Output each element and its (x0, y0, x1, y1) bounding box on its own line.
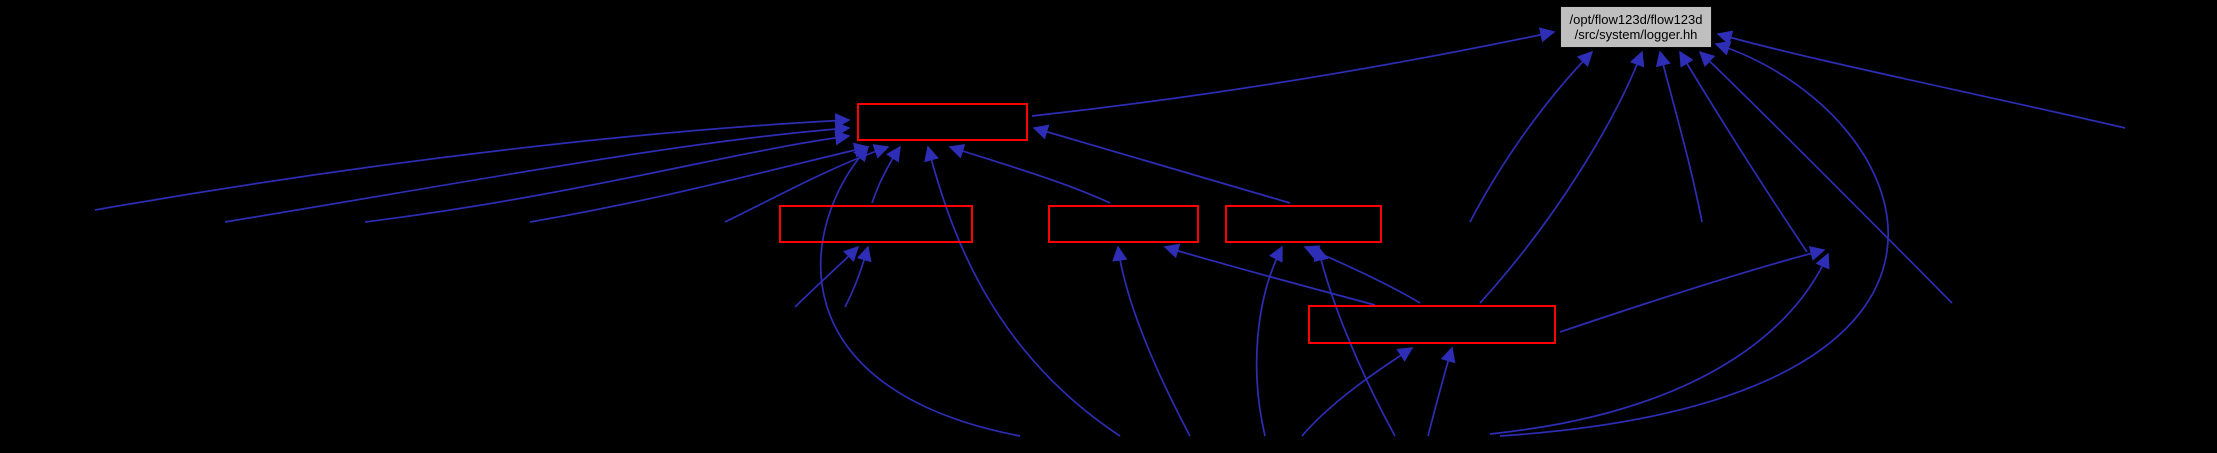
edge (1655, 50, 1703, 223)
edge (871, 145, 901, 204)
edge (1427, 346, 1456, 437)
edge (1499, 40, 1889, 437)
red-node-1[interactable] (857, 103, 1028, 141)
edge (529, 142, 870, 223)
red-node-5[interactable] (1308, 305, 1556, 344)
edge (1489, 252, 1830, 435)
edge (1479, 50, 1645, 304)
node-logger-hh-line1: /opt/flow123d/flow123d (1569, 12, 1703, 27)
node-logger-hh-line2: /src/system/logger.hh (1574, 27, 1698, 42)
edge (924, 145, 1121, 437)
node-logger-hh[interactable]: /opt/flow123d/flow123d /src/system/logge… (1560, 6, 1712, 48)
edge (1031, 27, 1556, 117)
edge (94, 113, 851, 211)
edge (844, 245, 872, 308)
edge (1112, 245, 1191, 437)
edge (794, 245, 860, 308)
edge (1559, 246, 1826, 333)
red-node-2[interactable] (779, 205, 973, 243)
edge (819, 145, 1021, 437)
edge (1469, 50, 1594, 223)
edge (1032, 124, 1291, 204)
edge (1679, 50, 1808, 253)
edge (364, 130, 851, 223)
edge (1163, 243, 1376, 306)
edge (1255, 245, 1283, 437)
red-node-4[interactable] (1225, 205, 1382, 243)
edge (1313, 245, 1396, 437)
red-node-3[interactable] (1048, 205, 1199, 243)
edge (1698, 50, 1953, 304)
edge (224, 121, 851, 223)
edge (1303, 245, 1421, 304)
edge (948, 143, 1111, 204)
edge (1716, 30, 2126, 129)
edge (1301, 347, 1414, 437)
